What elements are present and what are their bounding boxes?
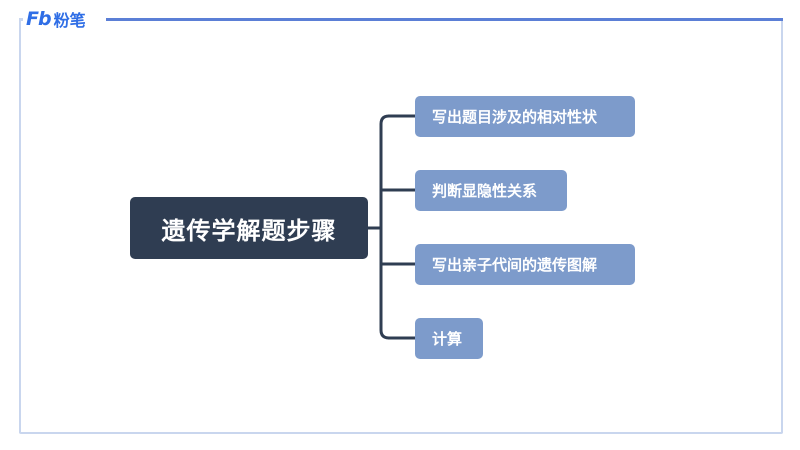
slide-frame: [19, 18, 783, 434]
branch-node-1: 写出题目涉及的相对性状: [415, 96, 635, 137]
connector-spine: [379, 114, 391, 340]
branch-node-label: 写出题目涉及的相对性状: [432, 108, 598, 126]
branch-node-label: 计算: [432, 330, 463, 348]
branch-node-2: 判断显隐性关系: [415, 170, 567, 211]
frame-top-accent-line: [106, 18, 783, 21]
frame-top-edge-left: [19, 18, 23, 21]
branch-node-3: 写出亲子代间的遗传图解: [415, 244, 635, 285]
branch-node-label: 写出亲子代间的遗传图解: [432, 256, 598, 274]
root-node-label: 遗传学解题步骤: [161, 216, 337, 245]
brand-mark: Fb: [26, 8, 52, 30]
branch-node-label: 判断显隐性关系: [432, 182, 538, 200]
root-node: 遗传学解题步骤: [130, 197, 368, 259]
brand-name: 粉笔: [53, 11, 86, 30]
brand-logo: Fb 粉笔: [26, 8, 92, 30]
branch-node-4: 计算: [415, 318, 483, 359]
